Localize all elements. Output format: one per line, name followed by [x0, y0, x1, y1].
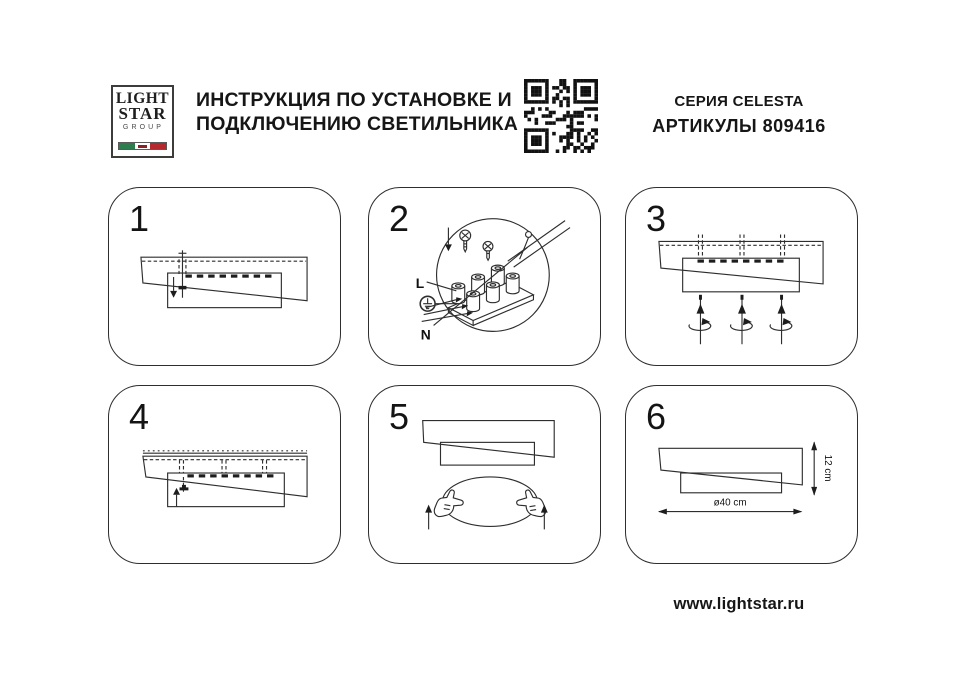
page-title: ИНСТРУКЦИЯ ПО УСТАНОВКЕ И ПОДКЛЮЧЕНИЮ СВ…: [196, 89, 518, 136]
step-panel-3: 3: [625, 187, 858, 366]
neutral-label: N: [421, 326, 431, 342]
live-label: L: [416, 275, 425, 291]
step-number: 6: [646, 396, 667, 437]
screw-rotation-group: [688, 294, 793, 345]
step-5-drawing: [422, 420, 555, 530]
logo-word-group: GROUP: [122, 124, 165, 131]
title-line-1: ИНСТРУКЦИЯ ПО УСТАНОВКЕ И: [196, 89, 512, 111]
step-3-drawing: [658, 234, 824, 345]
step-2-wiring-drawing: L N: [416, 218, 571, 342]
lightstar-logo: LIGHT STAR GROUP: [111, 85, 174, 158]
hand-icon: [516, 489, 547, 518]
step-panel-6: 6 12 cm ø40 cm: [625, 385, 858, 564]
product-info: СЕРИЯ CELESTA АРТИКУЛЫ 809416: [628, 93, 850, 137]
step-number: 1: [129, 198, 150, 239]
logo-word-light: LIGHT: [115, 90, 170, 107]
website-url: www.lightstar.ru: [673, 595, 805, 613]
step-number: 5: [389, 396, 410, 437]
screw-icon: [459, 229, 494, 262]
step-panel-5: 5: [368, 385, 601, 564]
logo-word-star: STAR: [118, 104, 167, 123]
step-number: 2: [389, 198, 410, 239]
series-label: СЕРИЯ CELESTA: [674, 93, 804, 110]
step-panel-2: 2: [368, 187, 601, 366]
step-6-dimensions-drawing: 12 cm ø40 cm: [657, 441, 833, 515]
hand-icon: [433, 489, 464, 518]
step-1-drawing: [140, 250, 308, 309]
italian-flag-stripe-icon: [118, 142, 167, 150]
qr-code-icon: [524, 79, 598, 153]
diameter-dimension-label: ø40 cm: [714, 498, 747, 509]
earth-ground-icon: [419, 295, 436, 312]
step-panel-1: 1: [108, 187, 341, 366]
title-line-2: ПОДКЛЮЧЕНИЮ СВЕТИЛЬНИКА: [196, 112, 519, 135]
step-number: 4: [129, 396, 150, 437]
height-dimension-label: 12 cm: [822, 455, 833, 482]
articles-label: АРТИКУЛЫ 809416: [652, 116, 826, 136]
step-4-drawing: [142, 450, 308, 508]
step-panel-4: 4: [108, 385, 341, 564]
step-number: 3: [646, 198, 667, 239]
